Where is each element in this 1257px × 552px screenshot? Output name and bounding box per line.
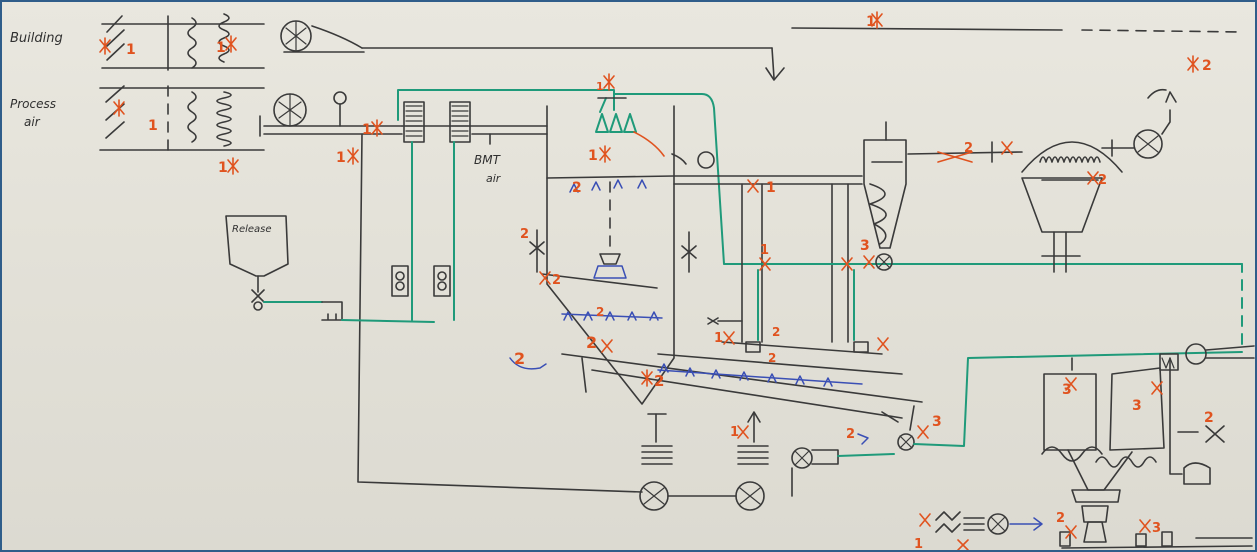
exhaust-fan — [1134, 90, 1176, 158]
green-bottom-line — [838, 454, 894, 456]
marker-process-3: 1 — [336, 150, 346, 166]
asterisk-top-right — [1188, 56, 1198, 72]
marker-chamber-2a: 2 — [572, 180, 582, 196]
top-dashed-duct — [792, 28, 1062, 30]
process-fan — [264, 92, 402, 134]
building-fan — [281, 21, 784, 80]
marker-pack-2: 2 — [1056, 511, 1065, 526]
marker-fines-2: 2 — [514, 349, 525, 368]
label-bmt-air-2: air — [486, 172, 502, 185]
inlet-arrow — [582, 358, 586, 392]
marker-top: 1 — [866, 14, 876, 30]
marker-valve-3: 3 — [932, 414, 942, 430]
label-bmt-air: BMT — [474, 153, 502, 167]
marker-heater: 1 — [362, 122, 372, 138]
label-process-air: Process — [10, 97, 56, 111]
change-markers: 1 2 1 1 1 1 1 1 1 1 2 2 2 2 2 2 2 1 1 1 — [100, 12, 1214, 550]
marker-cyclone-3: 3 — [860, 238, 870, 254]
marker-cyclone-2: 2 — [964, 141, 973, 156]
marker-silo-2: 2 — [1204, 410, 1214, 426]
marker-duct-1b: 1 — [760, 243, 769, 258]
marker-spray-top: 1 — [596, 80, 604, 93]
marker-valve-2: 2 — [654, 372, 664, 390]
green-dashed-right — [1132, 264, 1242, 352]
atomizer-nozzles — [596, 98, 664, 156]
marker-chamber-2d: 2 — [596, 305, 604, 319]
marker-fb-1: 1 — [714, 331, 723, 346]
marker-spray: 1 — [588, 148, 598, 164]
cyclone — [864, 122, 906, 270]
marker-chamber-2c: 2 — [552, 273, 561, 288]
label-release: Release — [232, 224, 272, 235]
marker-silo-3b: 3 — [1132, 398, 1142, 414]
heater-coils — [402, 102, 547, 144]
marker-building-1: 1 — [126, 42, 136, 58]
steam-traps — [392, 266, 450, 296]
marker-fb-2b: 2 — [768, 351, 776, 365]
marker-pack-3: 3 — [1152, 521, 1161, 536]
marker-filter-2: 2 — [1098, 173, 1107, 188]
gauge — [698, 152, 714, 168]
top-dashed-duct-ext — [1082, 30, 1242, 32]
marker-process-1: 1 — [148, 118, 158, 134]
marker-chamber-2e: 2 — [586, 333, 597, 352]
marker-pack-1: 1 — [914, 537, 923, 550]
marker-duct-1: 1 — [766, 180, 776, 196]
label-building: Building — [10, 31, 63, 46]
process-air-filter-bank — [100, 86, 264, 152]
bag-filter — [1022, 142, 1122, 272]
marker-top-right: 2 — [1202, 58, 1212, 74]
marker-valve-3-a: 2 — [846, 427, 855, 442]
bottom-heater-fan — [936, 512, 1042, 534]
marker-fb-2: 2 — [772, 325, 780, 339]
marker-chamber-2b: 2 — [520, 227, 529, 242]
steam-lines — [398, 90, 762, 320]
marker-building-2: 1 — [216, 40, 226, 56]
marker-process-2: 1 — [218, 160, 228, 176]
label-process-air-2: air — [24, 115, 41, 129]
